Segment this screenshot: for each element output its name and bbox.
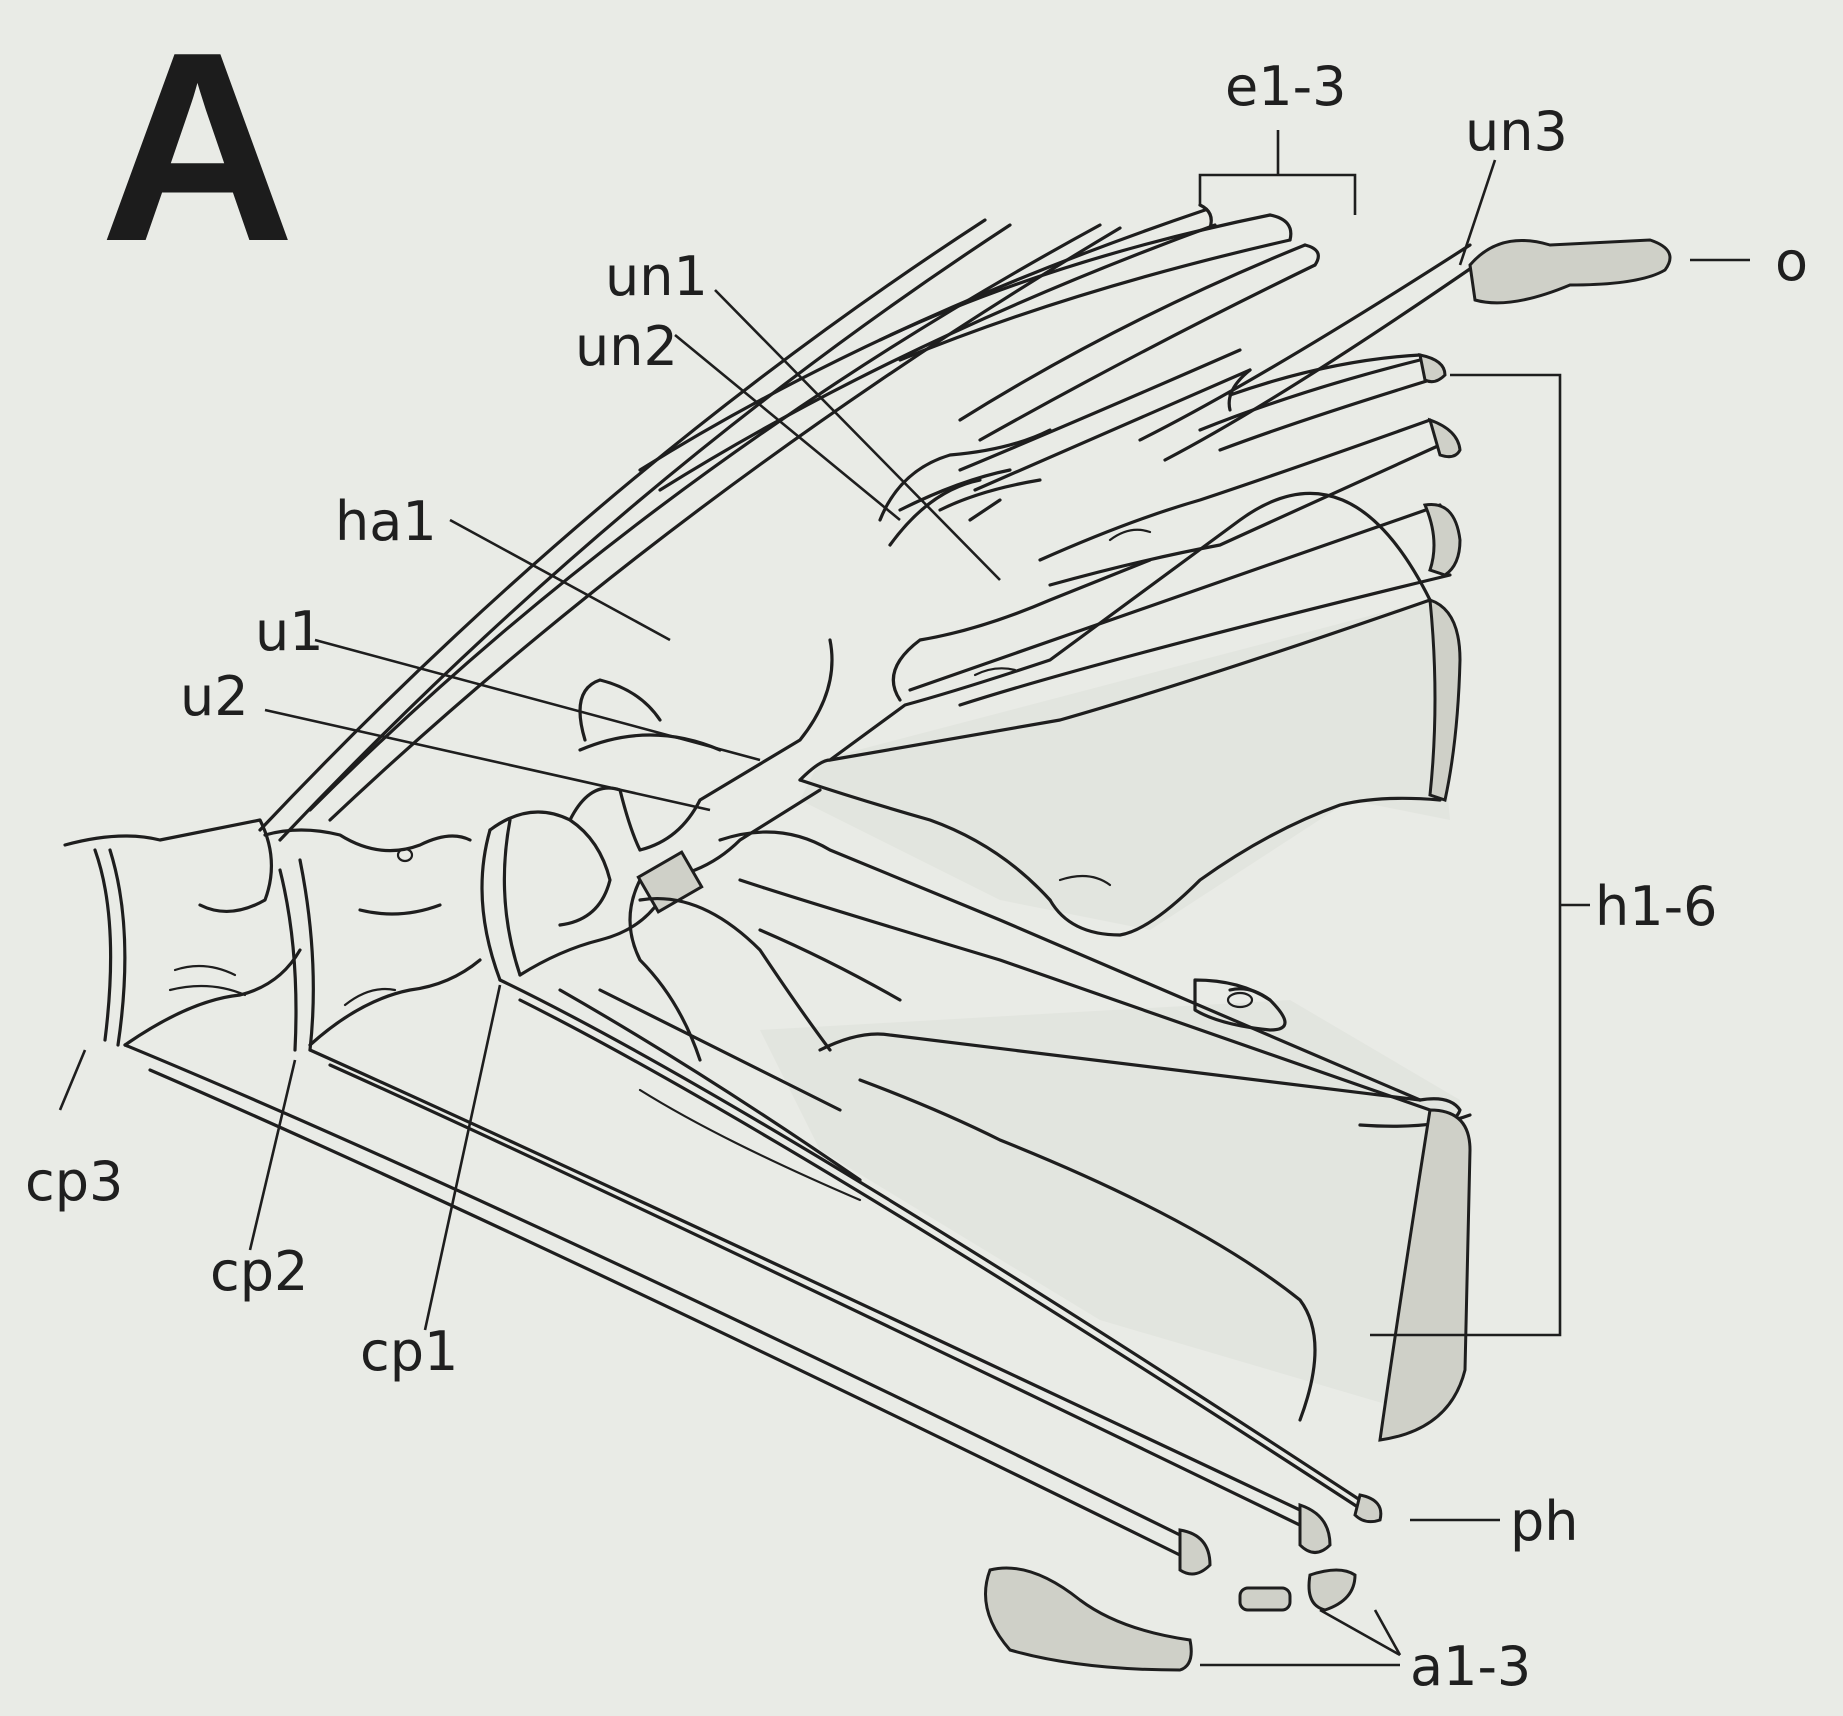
label-u2: u2: [180, 665, 249, 728]
labels: e1-3 un3 o un1 un2 ha1 u1 u2 h1-6 cp3 cp…: [25, 55, 1808, 1698]
vertebra-cp2: [265, 830, 480, 1050]
label-h: h1-6: [1595, 875, 1717, 938]
accessory-elements: [986, 1568, 1356, 1670]
vertebra-cp1: [482, 788, 660, 980]
hypural-3: [1040, 420, 1460, 585]
dorsal-cartilage: [1470, 240, 1670, 303]
label-cp2: cp2: [210, 1240, 308, 1303]
vertebra-cp3: [65, 820, 300, 1045]
skeleton-drawing: [65, 205, 1670, 1670]
label-un1: un1: [605, 245, 708, 308]
label-ha1: ha1: [335, 490, 437, 553]
label-a: a1-3: [1410, 1635, 1531, 1698]
label-un3: un3: [1465, 100, 1568, 163]
ural-complex: [580, 640, 832, 1060]
label-ph: ph: [1510, 1490, 1579, 1553]
label-cp3: cp3: [25, 1150, 123, 1213]
label-un2: un2: [575, 315, 678, 378]
panel-letter: A: [100, 0, 295, 298]
label-cp1: cp1: [360, 1320, 458, 1383]
uroneurals: [880, 245, 1480, 545]
leader-lines: [60, 130, 1750, 1665]
hypural-4: [1200, 355, 1445, 450]
label-e: e1-3: [1225, 55, 1346, 118]
label-u1: u1: [255, 600, 324, 663]
label-o: o: [1775, 230, 1808, 293]
